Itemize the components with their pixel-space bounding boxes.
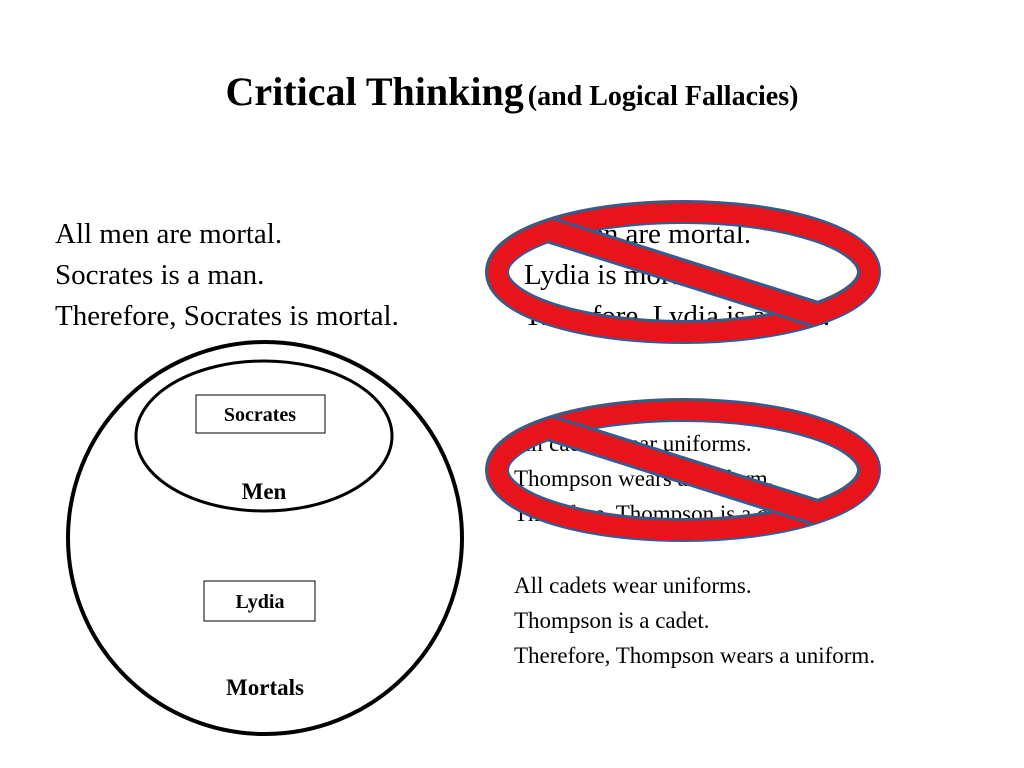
men-label: Men xyxy=(242,479,287,504)
men-ellipse xyxy=(134,359,394,513)
conclusion: Therefore, Socrates is mortal. xyxy=(55,300,399,332)
valid-syllogism-socrates: All men are mortal. Socrates is a man. T… xyxy=(55,214,399,337)
venn-diagram: Socrates Men Lydia Mortals xyxy=(66,340,464,736)
page-title: Critical Thinking (and Logical Fallacies… xyxy=(0,68,1024,115)
socrates-label: Socrates xyxy=(224,404,296,426)
title-main: Critical Thinking xyxy=(225,69,524,114)
conclusion: Therefore, Thompson wears a uniform. xyxy=(514,643,876,668)
lydia-label: Lydia xyxy=(236,591,285,613)
premise-major: All men are mortal. xyxy=(55,218,283,250)
lydia-box xyxy=(203,580,316,622)
title-subtitle: (and Logical Fallacies) xyxy=(527,81,799,112)
mortals-label: Mortals xyxy=(226,675,304,700)
prohibition-sign-icon xyxy=(485,398,881,542)
premise-minor: Thompson is a cadet. xyxy=(514,608,710,633)
premise-major: All cadets wear uniforms. xyxy=(514,573,752,598)
socrates-box xyxy=(195,394,326,434)
prohibition-sign-icon xyxy=(485,200,881,344)
premise-minor: Socrates is a man. xyxy=(55,259,265,291)
valid-syllogism-thompson: All cadets wear uniforms. Thompson is a … xyxy=(514,568,875,673)
mortals-circle xyxy=(66,340,464,736)
